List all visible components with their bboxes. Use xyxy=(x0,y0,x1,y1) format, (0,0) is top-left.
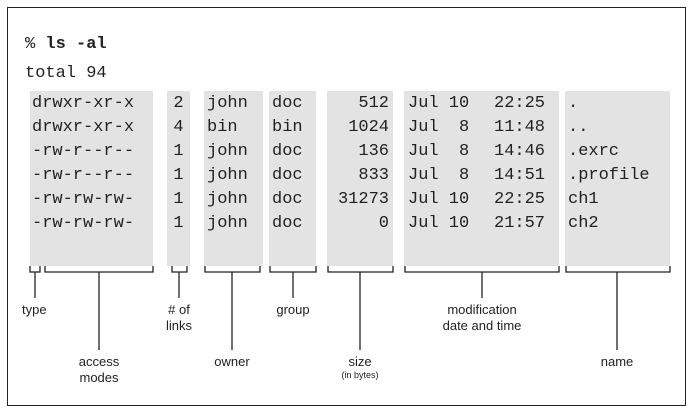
label-modification: modification date and time xyxy=(442,302,522,333)
cell-date: Jul 8 xyxy=(408,142,470,161)
cell-owner: john xyxy=(207,94,248,113)
cell-name: .exrc xyxy=(568,142,620,161)
cell-group: doc xyxy=(272,142,303,161)
cell-links: 1 xyxy=(173,190,184,209)
cell-name: .. xyxy=(568,118,589,137)
cell-name: ch2 xyxy=(568,214,599,233)
group-column-shade xyxy=(269,91,316,266)
cell-owner: john xyxy=(207,214,248,233)
name-column-shade xyxy=(565,91,670,266)
cell-name: . xyxy=(568,94,579,113)
cell-size: 31273 xyxy=(337,190,389,209)
owner-column-shade xyxy=(204,91,263,266)
group-bracket xyxy=(269,266,317,273)
cell-owner: john xyxy=(207,142,248,161)
mode-column-shade xyxy=(30,91,153,266)
cell-owner: john xyxy=(207,190,248,209)
cell-date: Jul 10 xyxy=(408,214,470,233)
cell-time: 21:57 xyxy=(494,214,546,233)
links-column-shade xyxy=(167,91,190,266)
cell-owner: bin xyxy=(207,118,238,137)
cell-group: doc xyxy=(272,94,303,113)
modification-bracket xyxy=(404,266,560,273)
command-line: % ls -al xyxy=(25,35,107,54)
cell-time: 14:51 xyxy=(494,166,546,185)
label-size-note: (in bytes) xyxy=(341,370,379,380)
cell-mode: drwxr-xr-x xyxy=(32,118,135,137)
cell-time: 22:25 xyxy=(494,190,546,209)
cell-name: .profile xyxy=(568,166,650,185)
label-group: group xyxy=(276,302,310,317)
cell-size: 1024 xyxy=(348,118,389,137)
cell-group: bin xyxy=(272,118,303,137)
cell-mode: -rw-r--r-- xyxy=(32,166,135,185)
cell-date: Jul 10 xyxy=(408,190,470,209)
label-size: size xyxy=(348,354,372,369)
cell-date: Jul 8 xyxy=(408,166,470,185)
total-line: total 94 xyxy=(25,64,107,83)
cell-time: 14:46 xyxy=(494,142,546,161)
cell-group: doc xyxy=(272,166,303,185)
cell-group: doc xyxy=(272,214,303,233)
label-owner: owner xyxy=(214,354,250,369)
cell-mode: -rw-rw-rw- xyxy=(32,214,135,233)
size-bracket xyxy=(327,266,394,273)
label-links: # of links xyxy=(165,302,192,333)
cell-links: 1 xyxy=(173,142,184,161)
links-bracket xyxy=(171,266,188,273)
cell-date: Jul 8 xyxy=(408,118,470,137)
cell-links: 1 xyxy=(173,214,184,233)
name-bracket xyxy=(565,266,671,273)
type-bracket xyxy=(29,266,41,273)
cell-mode: -rw-r--r-- xyxy=(32,142,135,161)
prompt-symbol: % xyxy=(25,35,36,54)
command-text: ls -al xyxy=(45,35,107,54)
cell-group: doc xyxy=(272,190,303,209)
label-access-modes: access modes xyxy=(78,354,120,385)
cell-time: 22:25 xyxy=(494,94,546,113)
cell-size: 0 xyxy=(378,214,389,233)
cell-size: 136 xyxy=(358,142,389,161)
label-name: name xyxy=(600,354,634,369)
cell-name: ch1 xyxy=(568,190,599,209)
cell-owner: john xyxy=(207,166,248,185)
cell-links: 2 xyxy=(173,94,184,113)
cell-date: Jul 10 xyxy=(408,94,470,113)
cell-size: 833 xyxy=(358,166,389,185)
owner-bracket xyxy=(204,266,261,273)
cell-mode: drwxr-xr-x xyxy=(32,94,135,113)
cell-links: 1 xyxy=(173,166,184,185)
access-modes-bracket xyxy=(44,266,154,273)
cell-links: 4 xyxy=(173,118,184,137)
label-type: type xyxy=(22,302,47,317)
size-column-shade xyxy=(327,91,393,266)
cell-size: 512 xyxy=(358,94,389,113)
modification-column-shade xyxy=(404,91,559,266)
cell-mode: -rw-rw-rw- xyxy=(32,190,135,209)
cell-time: 11:48 xyxy=(494,118,546,137)
